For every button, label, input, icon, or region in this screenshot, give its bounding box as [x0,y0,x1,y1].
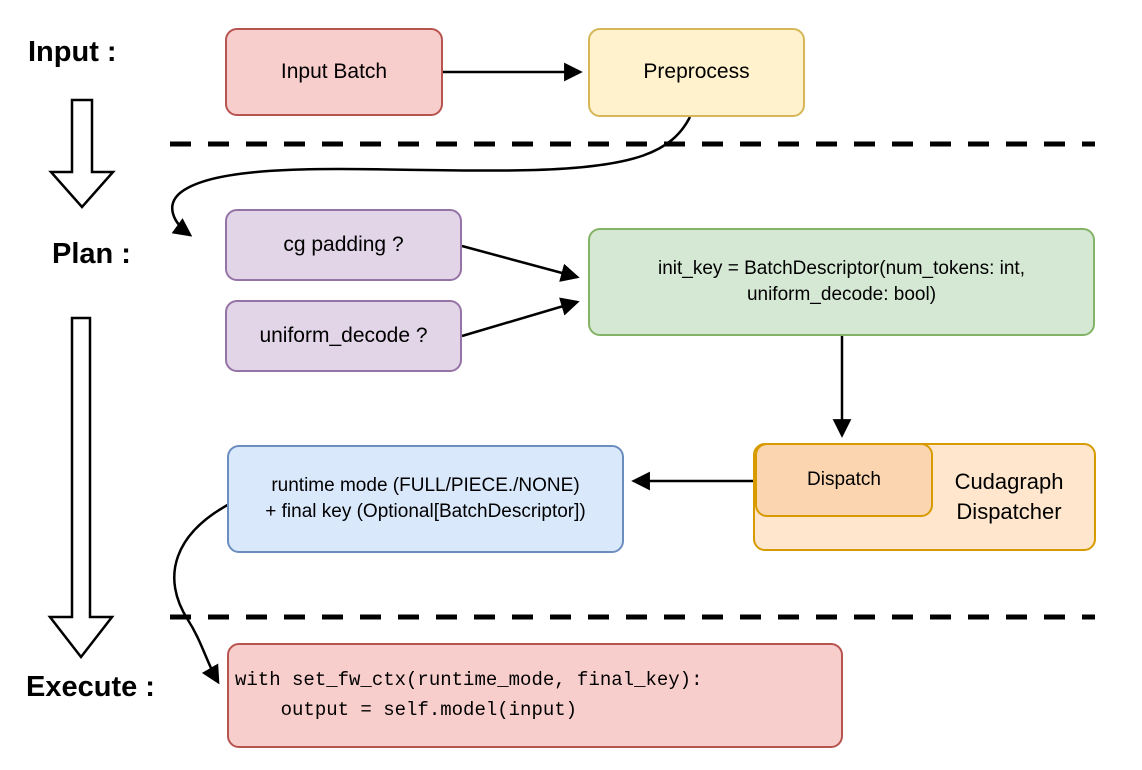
node-dispatch-label: Dispatch [807,469,881,491]
node-input-batch-label: Input Batch [280,59,388,83]
arrow-preprocess-to-cgpadding [171,116,692,237]
arrow-uniformdecode-to-initkey [461,297,580,338]
node-cg-padding: cg padding ? [225,209,462,281]
node-preprocess: Preprocess [588,28,805,117]
node-cudagraph-dispatcher-line1: Cudagraph [954,469,1064,495]
arrow-cgpadding-to-initkey [461,244,580,282]
node-dispatch: Dispatch [755,443,933,517]
stage-label-plan: Plan : [52,238,131,270]
node-input-batch: Input Batch [225,28,443,116]
node-init-key-line2: uniform_decode: bool) [746,284,937,305]
node-preprocess-label: Preprocess [643,60,750,84]
node-execute-code: with set_fw_ctx(runtime_mode, final_key)… [227,643,843,748]
node-cg-padding-label: cg padding ? [283,232,404,256]
node-execute-code-line1: with set_fw_ctx(runtime_mode, final_key)… [235,669,703,692]
node-execute-code-line2: output = self.model(input) [235,698,578,721]
node-uniform-decode-label: uniform_decode ? [259,323,428,347]
stage-label-input: Input : [28,36,117,68]
node-init-key-line1: init_key = BatchDescriptor(num_tokens: i… [658,258,1025,280]
node-cudagraph-dispatcher-line2: Dispatcher [956,499,1062,524]
node-uniform-decode: uniform_decode ? [225,300,462,372]
node-init-key: init_key = BatchDescriptor(num_tokens: i… [588,228,1095,336]
stage-arrow-input-to-plan [48,98,116,209]
stage-label-execute: Execute : [26,671,155,703]
node-runtime-mode-line1: runtime mode (FULL/PIECE./NONE) [271,475,580,497]
arrow-runtimemode-to-executecode [173,498,238,685]
node-runtime-mode-line2: + final key (Optional[BatchDescriptor]) [265,501,586,522]
node-runtime-mode: runtime mode (FULL/PIECE./NONE) + final … [227,445,624,553]
stage-arrow-plan-to-execute [47,316,115,660]
